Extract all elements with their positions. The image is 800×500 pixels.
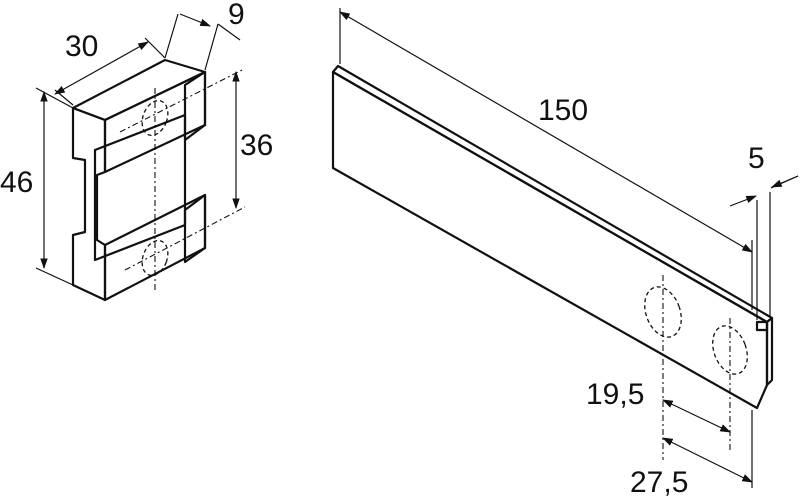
block-hole-lower <box>141 239 169 277</box>
dim-hole-spacing: 36 <box>232 70 273 210</box>
dim-label-block-width: 30 <box>65 30 98 63</box>
dim-hole-offset-2: 27,5 <box>630 410 753 499</box>
dim-bar-thickness: 5 <box>729 142 799 320</box>
dim-label-bar-length: 150 <box>538 94 588 127</box>
block-side-lower <box>183 193 207 264</box>
flat-bar <box>331 64 774 460</box>
dim-label-hole-offset-2: 27,5 <box>630 466 688 499</box>
dim-hole-offset-1: 19,5 <box>586 378 731 433</box>
bar-main-face <box>331 70 769 410</box>
hole-line-upper <box>119 69 243 133</box>
dim-label-hole-offset-1: 19,5 <box>586 378 644 411</box>
hole-line-lower <box>124 206 246 271</box>
dim-block-depth: 9 <box>164 0 245 71</box>
dim-label-block-depth: 9 <box>228 0 245 31</box>
bar-end-tab <box>755 320 769 332</box>
bar-hole-1 <box>644 286 682 338</box>
bar-hole-2 <box>712 325 748 375</box>
dim-label-hole-spacing: 36 <box>240 129 273 162</box>
dim-block-height: 46 <box>0 87 74 286</box>
dim-bar-length: 150 <box>339 8 753 310</box>
dim-label-bar-thickness: 5 <box>748 142 765 175</box>
block-left-profile <box>71 106 107 302</box>
connector-block <box>71 58 246 302</box>
block-recess <box>93 113 187 262</box>
block-hole-upper <box>141 99 169 137</box>
dim-label-block-height: 46 <box>0 166 33 199</box>
dim-block-width: 30 <box>54 30 166 106</box>
